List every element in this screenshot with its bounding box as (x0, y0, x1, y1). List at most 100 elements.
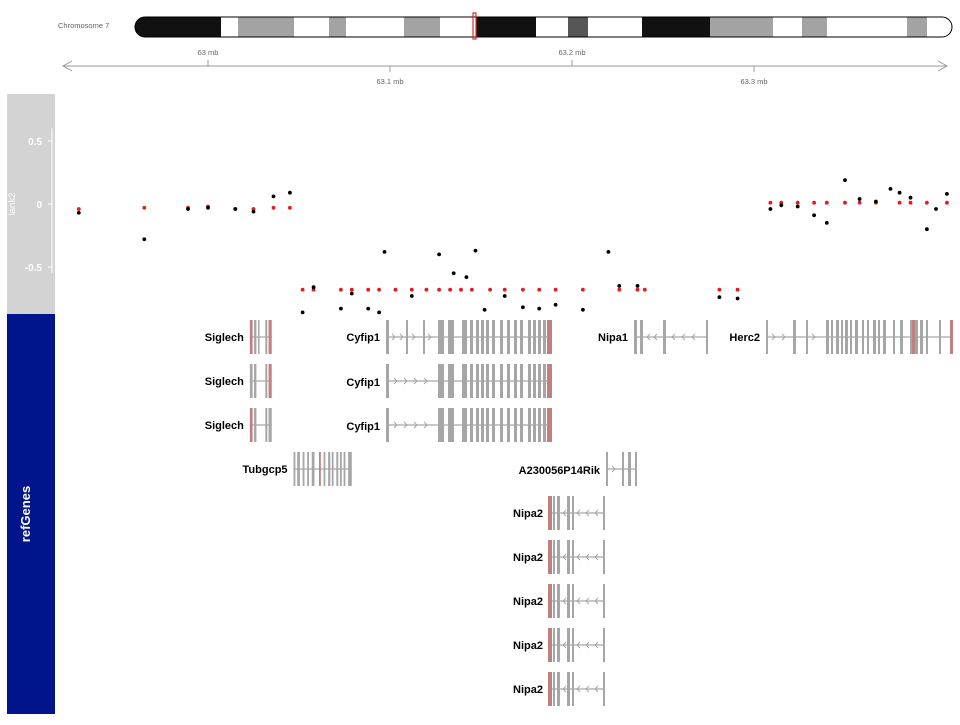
chromosome-label: Chromosome 7 (58, 21, 109, 30)
data-point (206, 205, 210, 210)
data-point (537, 306, 542, 311)
gene-label: Siglech (205, 420, 244, 432)
data-point (186, 207, 190, 211)
data-point (437, 252, 441, 257)
y-tick-label: -0.5 (25, 263, 43, 274)
gene-track-label: refGenes (18, 486, 33, 542)
data-point (581, 307, 585, 312)
data-point (377, 287, 381, 292)
gene-tubgcp5[interactable]: Tubgcp5 (243, 452, 352, 486)
gene-siglech[interactable]: Siglech (205, 320, 272, 354)
data-point (581, 287, 585, 292)
data-point (779, 200, 784, 205)
data-point (768, 207, 773, 211)
gene-cyfip1[interactable]: Cyfip1 (346, 320, 552, 354)
data-point (76, 207, 81, 211)
gene-siglech[interactable]: Siglech (205, 364, 272, 398)
data-point (76, 210, 81, 215)
data-point (812, 200, 816, 205)
data-point (857, 200, 862, 205)
data-point (349, 291, 354, 296)
data-point (843, 178, 847, 183)
axis-tick-label: 63.2 mb (558, 48, 585, 57)
data-point (437, 287, 441, 292)
data-point (606, 250, 611, 254)
gene-nipa2[interactable]: Nipa2 (513, 628, 605, 662)
gene-label: Nipa2 (513, 684, 543, 696)
data-point (459, 287, 463, 292)
gene-nipa2[interactable]: Nipa2 (513, 496, 605, 530)
region-highlight (472, 12, 477, 40)
data-track-y-axis: 0.50-0.5 (25, 128, 53, 274)
chromosome-ideogram[interactable] (134, 12, 953, 40)
data-point (464, 275, 469, 279)
data-point (382, 250, 387, 254)
data-point (888, 187, 893, 191)
data-point (251, 209, 256, 214)
gene-label: A230056P14Rik (519, 465, 601, 477)
data-point (502, 287, 507, 292)
data-point (537, 287, 542, 292)
data-point (300, 287, 305, 292)
axis-tick-label: 63.1 mb (376, 77, 403, 86)
data-points (76, 178, 949, 315)
data-point (635, 284, 640, 288)
gene-label: Nipa1 (598, 332, 628, 344)
data-point (366, 306, 371, 311)
data-point (521, 287, 525, 292)
gene-siglech[interactable]: Siglech (205, 408, 272, 442)
data-point (271, 205, 276, 210)
data-point (377, 310, 381, 315)
data-point (857, 197, 862, 201)
data-point (233, 207, 238, 211)
data-point (311, 285, 316, 290)
data-point (300, 310, 305, 315)
data-point (470, 287, 474, 292)
data-point (488, 287, 492, 292)
data-point (908, 195, 913, 200)
data-point (366, 287, 371, 292)
gene-label: Cyfip1 (346, 377, 380, 389)
gene-cyfip1[interactable]: Cyfip1 (346, 364, 552, 398)
data-point (451, 271, 456, 276)
data-point (824, 200, 829, 205)
gene-label: Herc2 (729, 332, 760, 344)
data-track-panel (7, 94, 55, 314)
gene-label: Siglech (205, 332, 244, 344)
gene-label: Nipa2 (513, 508, 543, 520)
data-point (142, 237, 147, 242)
data-point (482, 307, 487, 312)
gene-nipa1[interactable]: Nipa1 (598, 320, 708, 354)
gene-track-panel (7, 314, 55, 714)
data-point (409, 294, 414, 298)
data-point (812, 213, 816, 218)
gene-label: Cyfip1 (346, 332, 380, 344)
data-point (288, 190, 292, 195)
data-point (843, 200, 847, 205)
data-point (553, 287, 558, 292)
gene-cyfip1[interactable]: Cyfip1 (346, 408, 552, 442)
data-track-label: lank2 (7, 193, 18, 216)
gene-label: Cyfip1 (346, 421, 380, 433)
data-point (908, 200, 913, 205)
gene-herc2[interactable]: Herc2 (729, 320, 953, 354)
gene-label: Tubgcp5 (243, 464, 288, 476)
gene-nipa2[interactable]: Nipa2 (513, 672, 605, 706)
gene-nipa2[interactable]: Nipa2 (513, 540, 605, 574)
gene-nipa2[interactable]: Nipa2 (513, 584, 605, 618)
data-point (945, 192, 949, 196)
data-point (617, 284, 622, 288)
data-point (897, 190, 902, 195)
data-point (795, 200, 800, 205)
data-point (288, 205, 292, 210)
gene-label: Nipa2 (513, 596, 543, 608)
data-point (617, 287, 622, 292)
data-point (142, 205, 147, 210)
gene-a230056p14rik[interactable]: A230056P14Rik (519, 452, 637, 486)
gene-label: Nipa2 (513, 552, 543, 564)
data-point (824, 221, 829, 225)
data-point (473, 248, 478, 253)
data-point (642, 287, 647, 292)
